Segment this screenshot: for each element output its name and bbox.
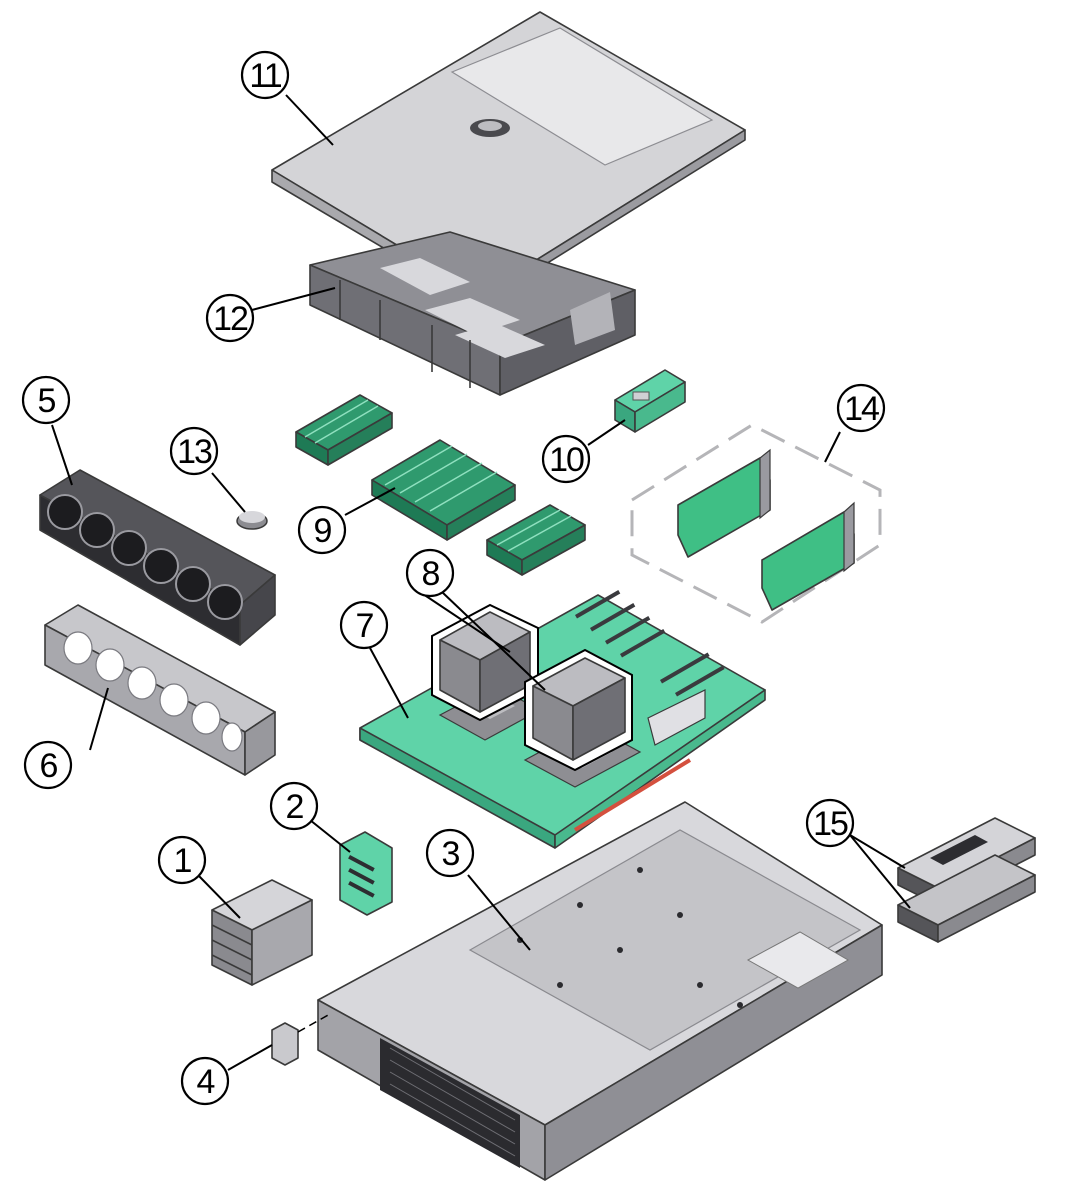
callout-label: 15 [813,805,848,843]
callout-12: 12 [205,293,255,343]
callout-5: 5 [21,375,71,425]
internal-riser-board [614,369,686,433]
callout-9: 9 [297,505,347,555]
callout-10: 10 [541,434,591,484]
callout-label: 7 [356,607,374,645]
fan-tray [44,604,276,776]
air-baffle [309,231,636,396]
cover-latch-icon [470,119,510,137]
callout-label: 10 [549,441,584,479]
callout-label: 2 [286,788,304,826]
dimm-group-center [371,439,516,541]
callout-label: 14 [844,390,879,428]
fan-modules [39,469,276,646]
disk-backplane [339,831,393,916]
callout-4: 4 [180,1056,230,1106]
server-chassis [317,801,883,1181]
fan-icon [47,494,243,620]
callout-label: 6 [40,747,58,785]
pcie-card-1 [677,448,771,558]
callout-8: 8 [405,548,455,598]
callout-label: 9 [314,512,332,550]
callout-7: 7 [339,600,389,650]
callout-label: 8 [422,555,440,593]
dimm-modules [295,394,586,576]
battery [236,511,268,530]
callout-label: 12 [213,300,248,338]
pcie-card-2 [761,501,855,611]
cpu-heatsinks [431,603,633,772]
power-supplies [897,817,1036,943]
top-cover [271,11,746,306]
callout-11: 11 [240,50,290,100]
callout-13: 13 [169,426,219,476]
callout-2: 2 [269,781,319,831]
callout-14: 14 [836,383,886,433]
callout-label: 13 [177,433,212,471]
callout-label: 3 [442,835,460,873]
callout-label: 4 [197,1063,215,1101]
callout-1: 1 [157,835,207,885]
storage-drives [211,879,313,986]
leader-lines [51,94,911,1071]
dimm-group-left [295,394,393,466]
pcie-cards [630,423,882,624]
callout-15: 15 [805,798,855,848]
callout-label: 1 [174,842,192,880]
drive-bays [380,1038,520,1168]
callout-label: 11 [249,57,281,95]
heatsink-2 [524,648,633,772]
front-io-module [271,1013,331,1066]
dimm-group-right [486,504,586,576]
callout-3: 3 [425,828,475,878]
callout-6: 6 [23,740,73,790]
callout-label: 5 [38,382,56,420]
